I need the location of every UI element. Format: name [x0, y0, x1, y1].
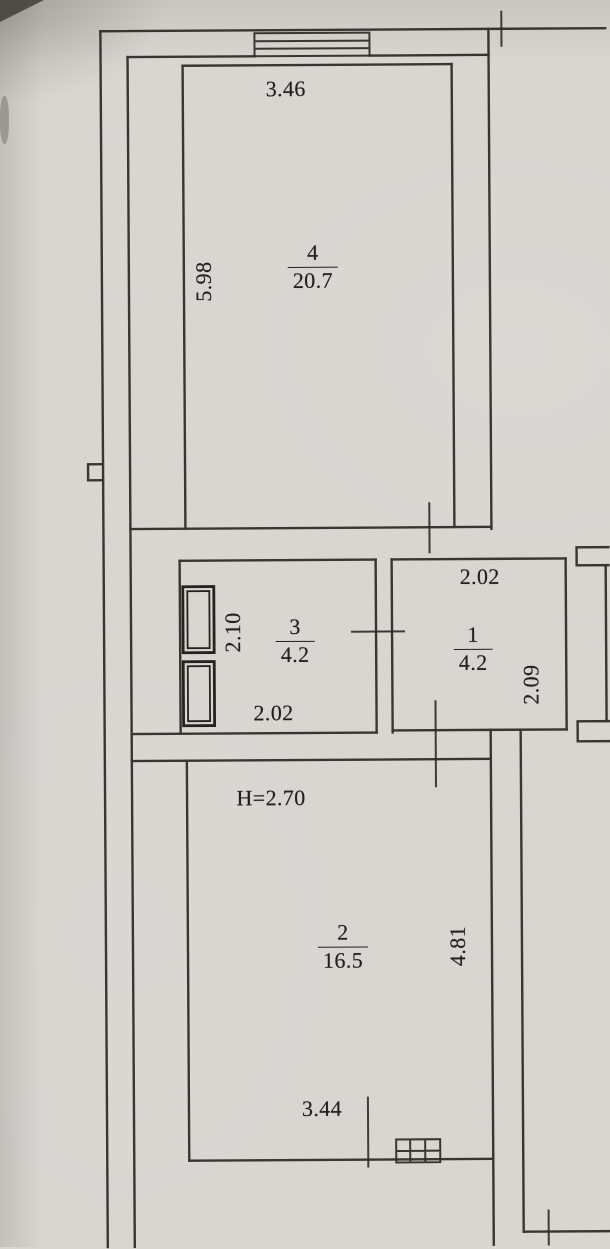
room3-number: 3	[276, 615, 315, 641]
partition-3-1-right	[392, 559, 393, 732]
room2-number: 2	[318, 920, 368, 946]
room1-area: 4.2	[454, 648, 493, 675]
dim-room2-depth: 4.81	[445, 926, 471, 966]
room4-wall-top	[183, 64, 452, 66]
fixtures	[183, 587, 215, 726]
dim-hall-width: 2.02	[460, 564, 500, 590]
wall-bottom-right	[524, 1231, 610, 1232]
room3-wall-bottom	[132, 733, 377, 734]
dim-ceiling-height: H=2.70	[236, 785, 305, 811]
room3-wall-left	[180, 561, 181, 734]
room2-wall-left	[187, 761, 189, 1161]
dimension-ticks	[348, 12, 549, 1247]
window-symbol-top	[254, 33, 369, 57]
fixture-box-lower	[183, 662, 214, 726]
dim-room2-width: 3.44	[302, 1096, 342, 1122]
wall-top-outer	[100, 28, 606, 31]
room2-label: 2 16.5	[318, 920, 368, 973]
room2-wall-right-outer	[521, 730, 524, 1232]
tick-room1-room2	[435, 701, 436, 786]
dim-hall-depth: 2.09	[518, 664, 544, 704]
dim-room4-depth: 5.98	[191, 261, 217, 301]
room1-wall-right	[566, 558, 567, 729]
dim-room3-width: 2.02	[253, 700, 293, 726]
right-wall-jamb-lower	[578, 721, 610, 741]
dim-room3-depth: 2.10	[220, 612, 246, 652]
room3-wall-top	[180, 560, 376, 561]
right-wall-edge	[606, 565, 607, 721]
room4-wall-left	[183, 66, 186, 529]
room1-label: 1 4.2	[454, 623, 493, 675]
partition-3-1-left	[376, 560, 377, 733]
room2-wall-bottom	[189, 1159, 493, 1161]
room4-wall-right-outer	[488, 29, 491, 529]
room4-label: 4 20.7	[288, 241, 338, 294]
room3-label: 3 4.2	[276, 615, 315, 667]
room4-wall-right-inner	[452, 64, 455, 527]
room4-area: 20.7	[288, 266, 338, 293]
wall-left-notch	[88, 464, 103, 480]
room1-number: 1	[454, 623, 493, 649]
wall-left-outer	[100, 31, 107, 1248]
room1-wall-bottom	[393, 729, 567, 730]
room4-number: 4	[288, 241, 338, 267]
walls	[85, 28, 610, 1248]
right-wall-jamb-upper	[577, 547, 610, 565]
room3-area: 4.2	[276, 640, 315, 667]
fixture-box-upper	[183, 587, 214, 653]
room1-wall-top	[392, 558, 566, 559]
dim-room4-width: 3.46	[266, 76, 306, 102]
room2-wall-right-inner	[491, 730, 494, 1246]
window-symbols	[254, 32, 440, 1163]
room2-area: 16.5	[318, 946, 368, 973]
wall-left-inner	[128, 57, 135, 1248]
